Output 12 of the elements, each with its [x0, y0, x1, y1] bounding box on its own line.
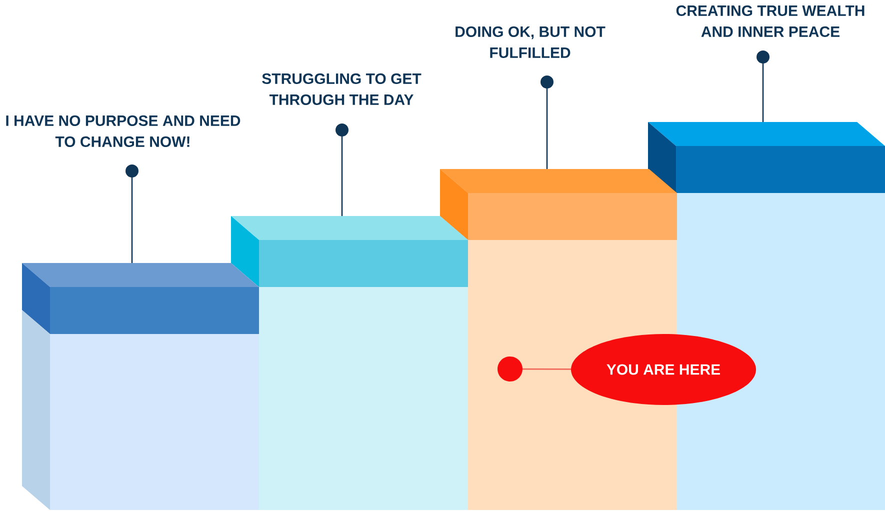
step-label: CREATING TRUE WEALTH AND INNER PEACE: [676, 5, 864, 37]
step-block: [22, 263, 259, 510]
leader-line: [540, 76, 554, 169]
leader-line: [126, 164, 138, 263]
step-label: DOING OK, BUT NOT FULFILLED: [456, 26, 606, 58]
leader-line: [336, 124, 348, 216]
location-dot: [498, 356, 522, 382]
step-block: [231, 216, 468, 510]
step-label: STRUGGLING TO GET THROUGH THE DAY: [262, 73, 422, 105]
connector-line: [522, 368, 572, 370]
leader-line: [756, 50, 770, 122]
step-label: I HAVE NO PURPOSE AND NEED TO CHANGE NOW!: [6, 115, 240, 147]
